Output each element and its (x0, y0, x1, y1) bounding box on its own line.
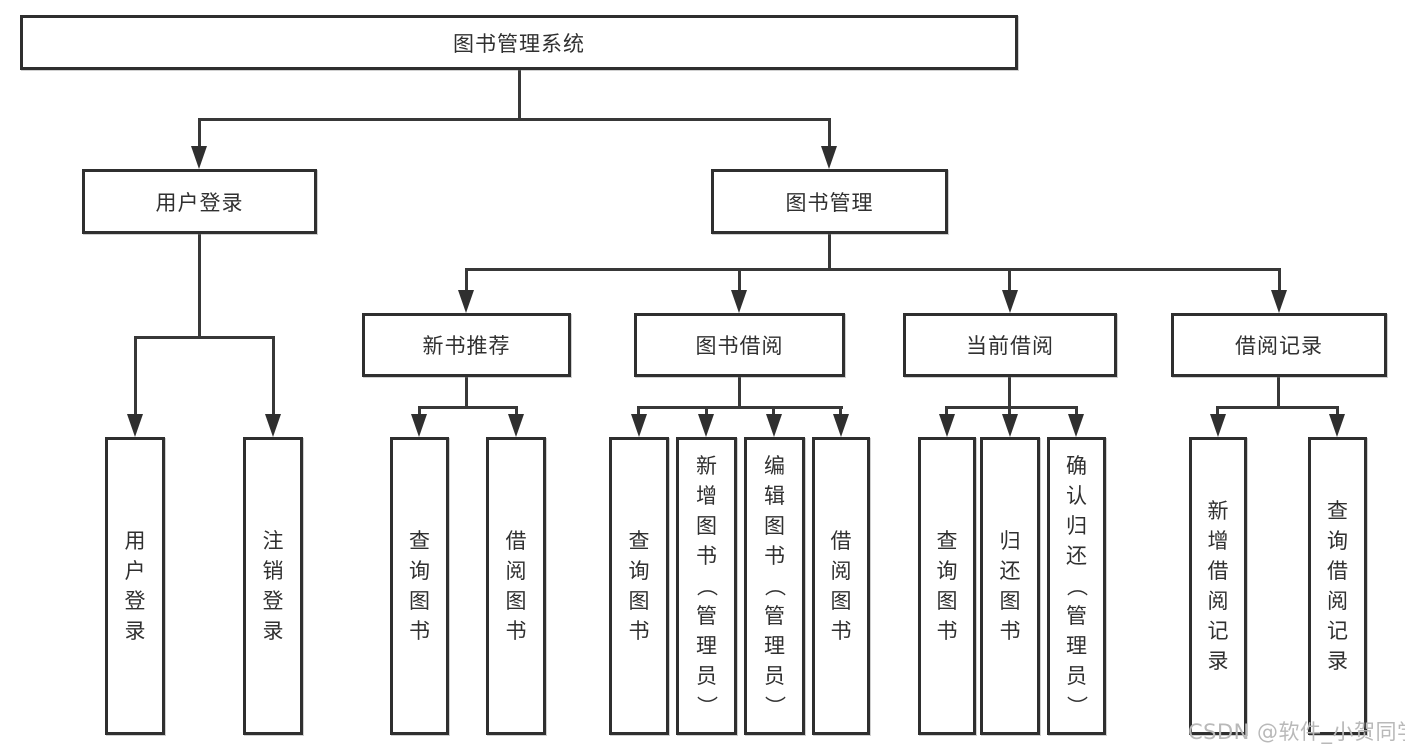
leaf-add-books-admin: 新增图书（管理员） (676, 437, 737, 735)
connector-line (638, 406, 843, 409)
connector-line (1336, 406, 1339, 416)
arrowhead-down-icon (1002, 414, 1018, 437)
arrowhead-down-icon (411, 414, 427, 437)
node-borrowing-records-label: 借阅记录 (1235, 334, 1323, 358)
leaf-query-borrow-record: 查询借阅记录 (1308, 437, 1367, 735)
connector-line (839, 406, 842, 416)
leaf-query-books-1-label: 查询图书 (409, 529, 430, 643)
connector-line (418, 406, 421, 416)
node-root: 图书管理系统 (20, 15, 1018, 70)
arrowhead-down-icon (1329, 414, 1345, 437)
leaf-query-borrow-record-label: 查询借阅记录 (1327, 499, 1348, 673)
connector-line (465, 268, 1281, 271)
connector-line (738, 377, 741, 406)
node-book-borrowing: 图书借阅 (634, 313, 845, 377)
leaf-edit-books-admin: 编辑图书（管理员） (744, 437, 805, 735)
arrowhead-down-icon (508, 414, 524, 437)
node-user-login-label: 用户登录 (155, 190, 244, 215)
connector-line (1075, 406, 1078, 416)
leaf-query-books-2-label: 查询图书 (628, 529, 650, 643)
connector-line (515, 406, 518, 416)
node-new-book-recommend: 新书推荐 (362, 313, 571, 377)
leaf-user-login: 用户登录 (105, 437, 165, 735)
connector-line (945, 406, 1078, 409)
connector-line (272, 336, 275, 414)
connector-line (465, 268, 468, 290)
arrowhead-down-icon (821, 146, 837, 169)
connector-line (518, 70, 521, 118)
leaf-borrow-books-1: 借阅图书 (486, 437, 546, 735)
connector-line (465, 377, 468, 406)
arrowhead-down-icon (766, 414, 782, 437)
csdn-watermark: CSDN @软件_小贺同学 (1188, 720, 1405, 744)
connector-line (1277, 377, 1280, 406)
connector-line (772, 406, 775, 416)
leaf-query-books-3: 查询图书 (918, 437, 976, 735)
leaf-add-borrow-record-label: 新增借阅记录 (1207, 499, 1229, 673)
arrowhead-down-icon (1002, 290, 1018, 313)
leaf-user-login-label: 用户登录 (124, 529, 146, 643)
node-borrowing-records: 借阅记录 (1171, 313, 1387, 377)
leaf-confirm-return-admin-label: 确认归还（管理员） (1064, 454, 1089, 717)
connector-line (1278, 268, 1281, 290)
leaf-query-books-1: 查询图书 (390, 437, 449, 735)
arrowhead-down-icon (191, 146, 207, 169)
connector-line (198, 234, 201, 336)
node-current-borrowing-label: 当前借阅 (966, 334, 1054, 358)
connector-line (828, 234, 831, 268)
connector-line (418, 406, 518, 409)
node-book-management: 图书管理 (711, 169, 948, 234)
leaf-return-books: 归还图书 (980, 437, 1040, 735)
leaf-add-borrow-record: 新增借阅记录 (1189, 437, 1247, 735)
connector-line (828, 118, 831, 146)
node-book-borrowing-label: 图书借阅 (695, 334, 784, 358)
connector-line (1008, 377, 1011, 406)
node-book-management-label: 图书管理 (785, 190, 874, 215)
leaf-confirm-return-admin: 确认归还（管理员） (1047, 437, 1106, 735)
leaf-return-books-label: 归还图书 (999, 529, 1021, 643)
leaf-query-books-2: 查询图书 (609, 437, 669, 735)
connector-line (198, 118, 201, 146)
node-current-borrowing: 当前借阅 (903, 313, 1117, 377)
leaf-logout: 注销登录 (243, 437, 303, 735)
leaf-borrow-books-1-label: 借阅图书 (505, 529, 527, 643)
connector-line (945, 406, 948, 416)
leaf-edit-books-admin-label: 编辑图书（管理员） (762, 454, 787, 717)
leaf-logout-label: 注销登录 (262, 529, 284, 643)
connector-line (1216, 406, 1219, 416)
arrowhead-down-icon (265, 414, 281, 437)
connector-line (705, 406, 708, 416)
node-root-label: 图书管理系统 (453, 31, 585, 56)
arrowhead-down-icon (698, 414, 714, 437)
arrowhead-down-icon (1210, 414, 1226, 437)
arrowhead-down-icon (731, 290, 747, 313)
connector-line (1216, 406, 1339, 409)
connector-line (1008, 268, 1011, 290)
arrowhead-down-icon (833, 414, 849, 437)
arrowhead-down-icon (1068, 414, 1084, 437)
connector-line (134, 336, 137, 414)
connector-line (1008, 406, 1011, 416)
connector-line (198, 118, 831, 121)
connector-line (738, 268, 741, 290)
arrowhead-down-icon (939, 414, 955, 437)
arrowhead-down-icon (458, 290, 474, 313)
node-user-login: 用户登录 (82, 169, 317, 234)
arrowhead-down-icon (631, 414, 647, 437)
node-new-book-recommend-label: 新书推荐 (422, 334, 511, 358)
leaf-borrow-books-2: 借阅图书 (812, 437, 870, 735)
arrowhead-down-icon (127, 414, 143, 437)
connector-line (134, 336, 275, 339)
arrowhead-down-icon (1271, 290, 1287, 313)
leaf-add-books-admin-label: 新增图书（管理员） (694, 454, 719, 717)
leaf-query-books-3-label: 查询图书 (936, 529, 958, 643)
leaf-borrow-books-2-label: 借阅图书 (830, 529, 852, 643)
connector-line (637, 406, 640, 416)
